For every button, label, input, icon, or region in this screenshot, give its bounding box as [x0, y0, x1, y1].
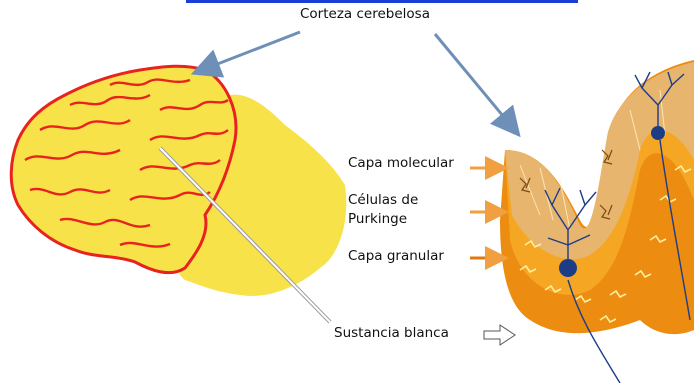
label-capa-molecular: Capa molecular: [348, 155, 454, 172]
blue-pointer-arrow: [435, 34, 513, 128]
cerebellum-section: [11, 66, 346, 296]
cortex-magnified: [500, 60, 694, 383]
label-capa-granular: Capa granular: [348, 248, 444, 265]
label-celulas-purkinje-2: Purkinge: [348, 211, 407, 228]
blue-pointer-arrow: [202, 32, 300, 70]
label-sustancia-blanca: Sustancia blanca: [334, 325, 449, 342]
white-outline-arrow: [484, 325, 515, 345]
label-celulas-purkinje-1: Células de: [348, 192, 418, 209]
label-corteza-cerebelosa: Corteza cerebelosa: [300, 6, 430, 23]
